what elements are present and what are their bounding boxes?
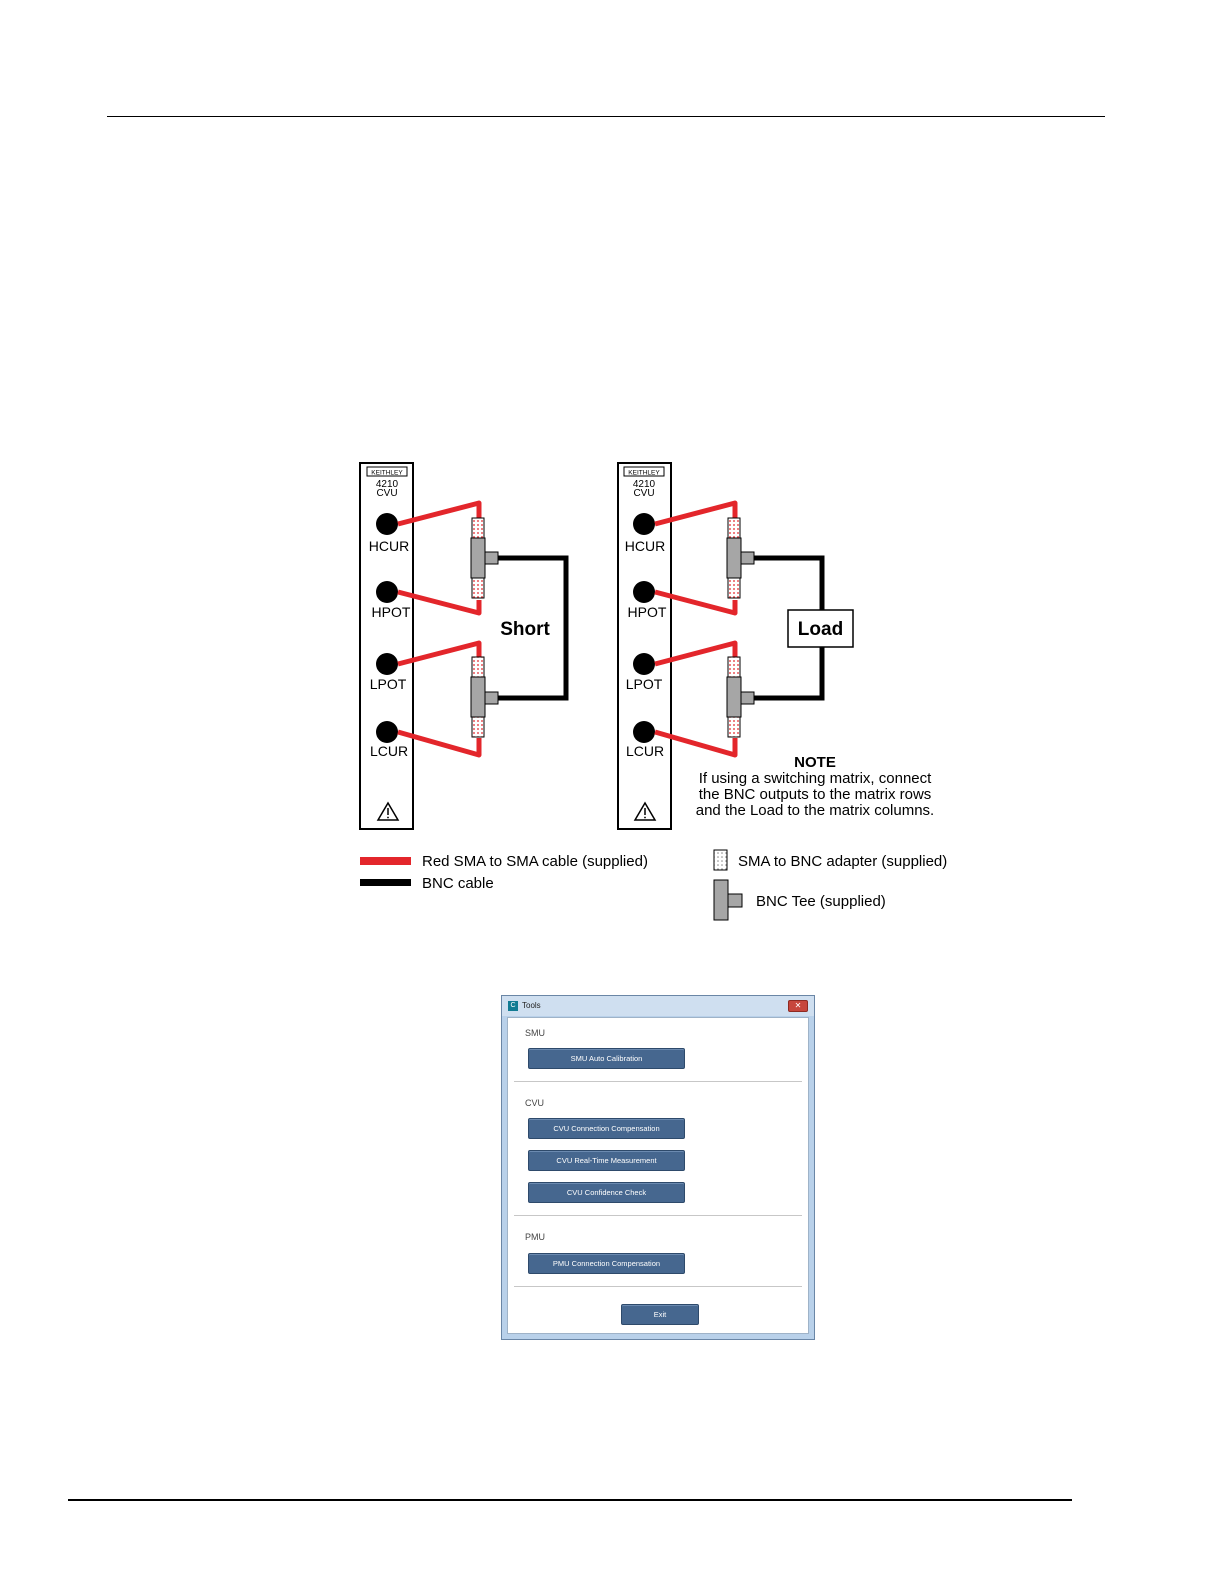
separator — [514, 1215, 802, 1216]
left-unit-label: CVU — [376, 488, 397, 499]
right-lpot-connector — [633, 653, 655, 675]
right-hpot-connector — [633, 581, 655, 603]
left-hcur-label: HCUR — [369, 538, 409, 554]
legend: Red SMA to SMA cable (supplied) BNC cabl… — [360, 849, 947, 921]
right-hpot-label: HPOT — [628, 604, 667, 620]
title-bar: C Tools ✕ — [502, 996, 814, 1016]
cvu-connection-diagram: KEITHLEY 4210 CVU HCUR HPOT LPOT LCUR — [359, 462, 947, 921]
left-lpot-label: LPOT — [370, 676, 407, 692]
right-brand-label: KEITHLEY — [628, 470, 660, 477]
legend-red-label: Red SMA to SMA cable (supplied) — [422, 853, 648, 870]
footer-rule — [68, 1499, 1072, 1501]
right-warning-icon — [633, 801, 657, 821]
tools-window: C Tools ✕ SMU SMU Auto Calibration CVU C… — [501, 995, 815, 1340]
short-bnc-cable — [498, 555, 569, 701]
legend-bnc-swatch — [360, 879, 411, 886]
tools-client-area: SMU SMU Auto Calibration CVU CVU Connect… — [507, 1017, 809, 1334]
right-bottom-tee — [726, 656, 755, 738]
left-lpot-connector — [376, 653, 398, 675]
exit-button[interactable]: Exit — [621, 1304, 699, 1325]
load-label: Load — [798, 619, 843, 640]
separator — [514, 1286, 802, 1287]
note-title: NOTE — [794, 754, 836, 771]
legend-adapter-icon — [713, 849, 728, 871]
short-label: Short — [500, 619, 550, 640]
cvu-confidence-check-button[interactable]: CVU Confidence Check — [528, 1182, 685, 1203]
left-red-cables — [397, 500, 482, 758]
note-line-1: If using a switching matrix, connect — [699, 770, 932, 787]
smu-section-label: SMU — [525, 1028, 545, 1038]
load-bnc-cable — [754, 555, 825, 701]
right-top-tee — [726, 517, 755, 599]
left-top-tee — [470, 517, 499, 599]
pmu-connection-compensation-button[interactable]: PMU Connection Compensation — [528, 1253, 685, 1274]
right-red-cables — [654, 500, 738, 758]
left-bottom-tee — [470, 656, 499, 738]
left-brand-label: KEITHLEY — [371, 470, 403, 477]
separator — [514, 1081, 802, 1082]
right-lpot-label: LPOT — [626, 676, 663, 692]
smu-auto-calibration-button[interactable]: SMU Auto Calibration — [528, 1048, 685, 1069]
app-icon: C — [508, 1001, 518, 1011]
right-model-label: 4210 — [633, 479, 656, 490]
right-hcur-connector — [633, 513, 655, 535]
left-lcur-label: LCUR — [370, 743, 408, 759]
legend-red-swatch — [360, 857, 411, 865]
legend-tee-label: BNC Tee (supplied) — [756, 893, 886, 910]
cvu-real-time-measurement-button[interactable]: CVU Real-Time Measurement — [528, 1150, 685, 1171]
legend-adapter-label: SMA to BNC adapter (supplied) — [738, 853, 947, 870]
right-hcur-label: HCUR — [625, 538, 665, 554]
right-instrument-panel: KEITHLEY 4210 CVU HCUR HPOT LPOT LCUR — [617, 462, 672, 830]
note-line-3: and the Load to the matrix columns. — [696, 802, 934, 819]
cvu-section-label: CVU — [525, 1098, 545, 1108]
left-lcur-connector — [376, 721, 398, 743]
window-title: Tools — [522, 1001, 541, 1010]
left-hpot-connector — [376, 581, 398, 603]
right-unit-label: CVU — [633, 488, 654, 499]
cvu-connection-compensation-button[interactable]: CVU Connection Compensation — [528, 1118, 685, 1139]
left-model-label: 4210 — [376, 479, 399, 490]
left-warning-icon — [376, 801, 400, 821]
load-box — [787, 609, 854, 648]
left-hcur-connector — [376, 513, 398, 535]
left-instrument-panel: KEITHLEY 4210 CVU HCUR HPOT LPOT LCUR — [359, 462, 414, 830]
legend-tee-icon — [713, 879, 743, 921]
left-hpot-label: HPOT — [372, 604, 411, 620]
legend-bnc-label: BNC cable — [422, 875, 494, 892]
close-button[interactable]: ✕ — [788, 1000, 808, 1012]
header-rule — [107, 116, 1105, 117]
right-lcur-connector — [633, 721, 655, 743]
note-line-2: the BNC outputs to the matrix rows — [699, 786, 932, 803]
right-lcur-label: LCUR — [626, 743, 664, 759]
pmu-section-label: PMU — [525, 1232, 545, 1242]
